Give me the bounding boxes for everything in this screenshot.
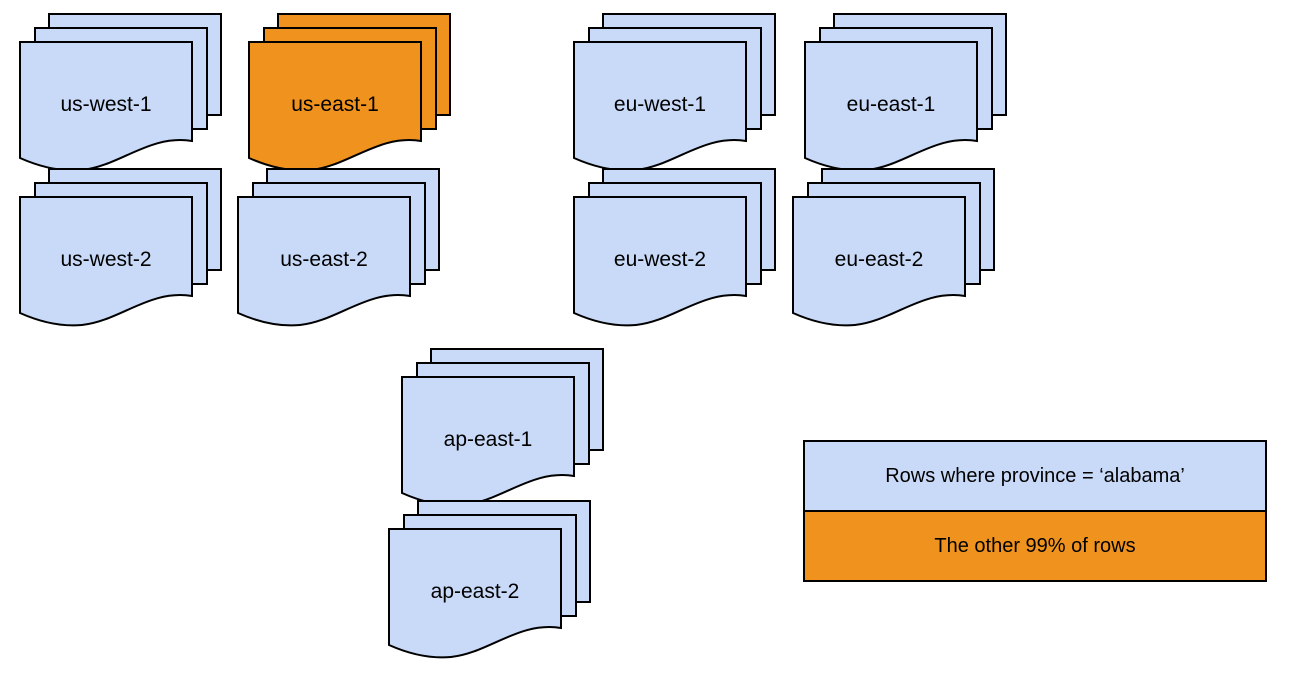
stack-label-us-east-2: us-east-2 bbox=[280, 247, 368, 271]
stack-label-eu-west-1: eu-west-1 bbox=[613, 92, 707, 116]
legend: Rows where province = ‘alabama’ The othe… bbox=[803, 440, 1267, 582]
legend-row-alabama: Rows where province = ‘alabama’ bbox=[805, 442, 1265, 510]
doc-stack-eu-east-1: eu-east-1 bbox=[804, 13, 1009, 173]
doc-stack-ap-east-2: ap-east-2 bbox=[388, 500, 593, 660]
stack-label-us-west-2: us-west-2 bbox=[60, 247, 152, 271]
doc-stack-eu-east-2: eu-east-2 bbox=[792, 168, 997, 328]
stack-label-ap-east-1: ap-east-1 bbox=[443, 427, 533, 451]
stack-label-us-west-1: us-west-1 bbox=[60, 92, 152, 116]
stack-label-eu-west-2: eu-west-2 bbox=[613, 247, 707, 271]
stack-label-eu-east-2: eu-east-2 bbox=[834, 247, 924, 271]
legend-row-other-rows: The other 99% of rows bbox=[805, 510, 1265, 580]
doc-stack-ap-east-1: ap-east-1 bbox=[401, 348, 606, 508]
doc-stack-eu-west-1: eu-west-1 bbox=[573, 13, 778, 173]
stack-label-ap-east-2: ap-east-2 bbox=[430, 579, 520, 603]
stack-label-us-east-1: us-east-1 bbox=[291, 92, 379, 116]
doc-stack-us-west-1: us-west-1 bbox=[19, 13, 224, 173]
doc-stack-us-west-2: us-west-2 bbox=[19, 168, 224, 328]
stack-label-eu-east-1: eu-east-1 bbox=[846, 92, 936, 116]
doc-stack-eu-west-2: eu-west-2 bbox=[573, 168, 778, 328]
doc-stack-us-east-2: us-east-2 bbox=[237, 168, 442, 328]
doc-stack-us-east-1: us-east-1 bbox=[248, 13, 453, 173]
